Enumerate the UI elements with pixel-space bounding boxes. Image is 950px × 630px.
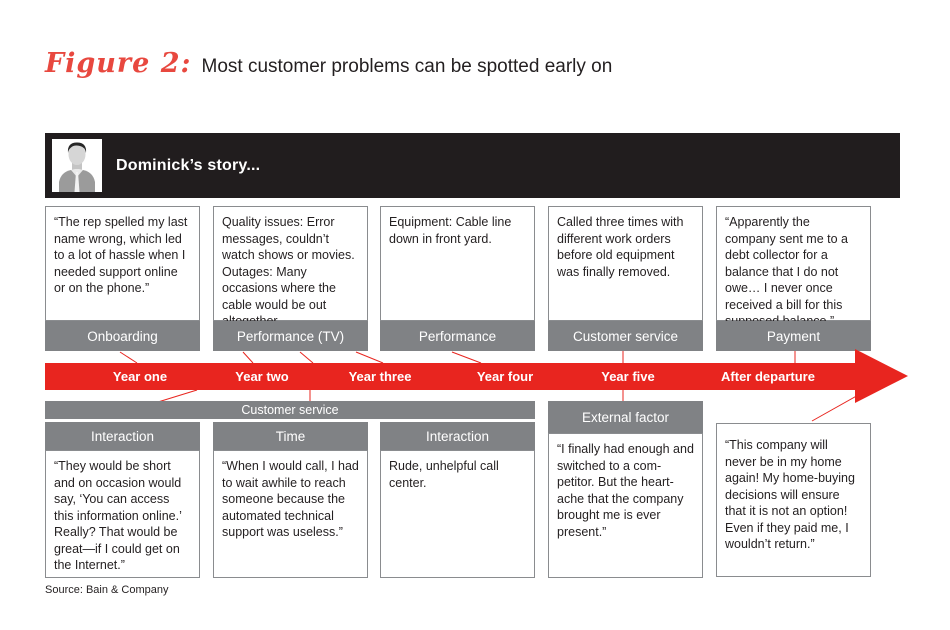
timeline-segment-year-five: Year five <box>601 369 655 384</box>
stage-card-payment: “Apparently the company sent me to a deb… <box>716 206 871 328</box>
factor-card-external-factor: “I finally had enough and switched to a … <box>548 433 703 578</box>
figure-label: Figure 2: <box>45 48 192 79</box>
timeline-segment-year-two: Year two <box>235 369 289 384</box>
story-name: Dominick’s story... <box>116 156 261 174</box>
timeline-segment-year-three: Year three <box>348 369 412 384</box>
factor-card-time: “When I would call, I had to wait awhile… <box>213 450 368 578</box>
factor-card-interaction-1: “They would be short and on occasion wou… <box>45 450 200 578</box>
story-header: Dominick’s story... <box>45 133 900 198</box>
factor-label-interaction-2: Interaction <box>380 422 535 450</box>
stage-label-performance: Performance <box>380 321 535 351</box>
figure-title: Most customer problems can be spotted ea… <box>201 56 613 77</box>
factor-card-interaction-2: Rude, unhelpful call center. <box>380 450 535 578</box>
avatar <box>52 139 102 192</box>
man-portrait-icon <box>52 139 102 192</box>
factor-label-time: Time <box>213 422 368 450</box>
stage-card-onboarding: “The rep spelled my last name wrong, whi… <box>45 206 200 321</box>
stage-label-customer-service: Customer service <box>548 321 703 351</box>
factor-quote: “They would be short and on occasion wou… <box>54 459 182 572</box>
stage-label-payment: Payment <box>716 321 871 351</box>
stage-quote: Quality issues: Error messages, couldn’t… <box>222 215 355 328</box>
factor-quote: “When I would call, I had to wait awhile… <box>222 459 359 539</box>
timeline-segment-year-one: Year one <box>112 369 168 384</box>
stage-quote: “Apparently the company sent me to a deb… <box>725 215 848 328</box>
figure-title-row: Figure 2: Most customer problems can be … <box>45 48 745 79</box>
source-note: Source: Bain & Company <box>45 584 169 596</box>
factor-quote: “I finally had enough and switched to a … <box>557 442 694 539</box>
timeline-segment-year-four: Year four <box>476 369 534 384</box>
factor-label-external-factor: External factor <box>548 401 703 433</box>
stage-card-customer-service: Called three times with different work o… <box>548 206 703 321</box>
stage-quote: Equipment: Cable line down in front yard… <box>389 215 512 246</box>
stage-quote: “The rep spelled my last name wrong, whi… <box>54 215 188 295</box>
stage-quote: Called three times with different work o… <box>557 215 684 279</box>
timeline-segment-after-departure: After departure <box>721 369 815 384</box>
timeline-arrow <box>45 363 855 390</box>
stage-card-performance: Equipment: Cable line down in front yard… <box>380 206 535 321</box>
factor-quote: “This company will never be in my home a… <box>725 438 855 551</box>
factor-quote: Rude, unhelpful call center. <box>389 459 499 490</box>
customer-service-group-label: Customer service <box>45 401 535 419</box>
stage-card-performance-tv: Quality issues: Error messages, couldn’t… <box>213 206 368 328</box>
stage-label-performance-tv: Performance (TV) <box>213 321 368 351</box>
stage-label-onboarding: Onboarding <box>45 321 200 351</box>
factor-label-interaction-1: Interaction <box>45 422 200 450</box>
arrowhead-icon <box>855 349 908 403</box>
after-departure-card: “This company will never be in my home a… <box>716 423 871 577</box>
